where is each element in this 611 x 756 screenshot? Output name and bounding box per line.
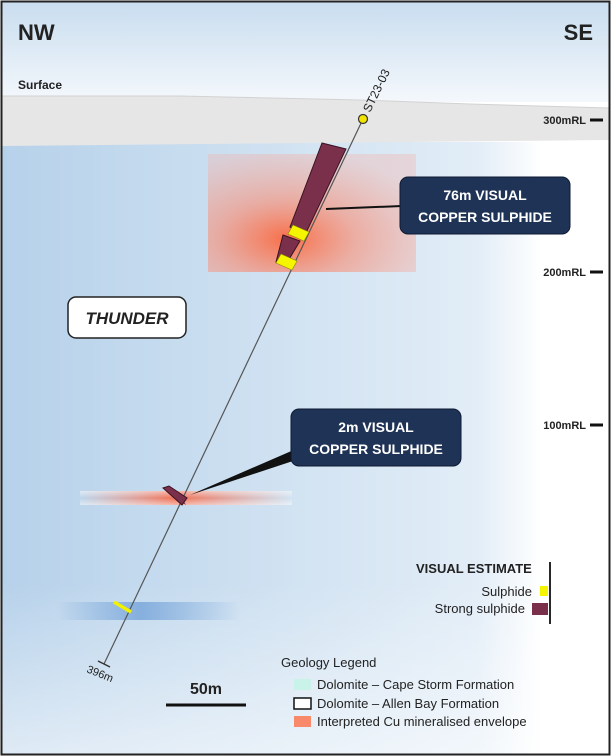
elevation-label-100: 100mRL: [543, 420, 586, 432]
visual-estimate-title: VISUAL ESTIMATE: [416, 561, 532, 576]
callout-line2: COPPER SULPHIDE: [418, 209, 552, 225]
sulphide-intercept: [287, 224, 310, 242]
callout-line2: COPPER SULPHIDE: [309, 441, 443, 457]
legend-strong-sulphide-swatch: [532, 603, 548, 615]
sky-band: [2, 2, 609, 102]
scale-bar-label: 50m: [190, 681, 222, 698]
sulphide-intercept: [275, 253, 298, 271]
scale-bar: 50m: [166, 681, 246, 707]
strong-sulphide-intercept: [162, 485, 188, 506]
direction-nw-label: NW: [18, 20, 55, 45]
callout-line1: 76m VISUAL: [443, 187, 527, 203]
prospect-label: THUNDER: [85, 309, 169, 328]
intercept-callout-2m: 2m VISUAL COPPER SULPHIDE: [290, 408, 462, 467]
callout-line1: 2m VISUAL: [338, 419, 414, 435]
direction-se-label: SE: [564, 20, 593, 45]
elevation-label-300: 300mRL: [543, 115, 586, 127]
legend-sulphide-swatch: [540, 586, 548, 596]
elevation-label-200: 200mRL: [543, 267, 586, 279]
legend-sulphide-label: Sulphide: [481, 584, 532, 599]
drillhole-trace: [103, 118, 364, 665]
geology-legend-title: Geology Legend: [281, 655, 376, 670]
legend-strong-sulphide-label: Strong sulphide: [435, 601, 525, 616]
surface-label: Surface: [18, 78, 62, 92]
callout-leader-upper: [325, 205, 403, 210]
visual-estimate-legend: VISUAL ESTIMATE Sulphide Strong sulphide: [416, 561, 551, 624]
sulphide-intercept: [113, 600, 132, 614]
legend-cape-storm-swatch: [294, 679, 311, 690]
blue-geology-band: [58, 602, 240, 620]
prospect-label-box: THUNDER: [67, 296, 187, 339]
legend-allen-bay-label: Dolomite – Allen Bay Formation: [317, 696, 499, 711]
geology-legend: Geology Legend Dolomite – Cape Storm For…: [281, 655, 527, 729]
callout-leader-lower: [190, 449, 302, 495]
drillhole-end-tick: [97, 660, 111, 668]
drillhole-collar-icon: [357, 113, 369, 125]
intercept-callout-76m: 76m VISUAL COPPER SULPHIDE: [399, 176, 571, 235]
legend-allen-bay-swatch: [293, 697, 312, 710]
legend-cape-storm-label: Dolomite – Cape Storm Formation: [317, 677, 514, 692]
legend-envelope-label: Interpreted Cu mineralised envelope: [317, 714, 527, 729]
surface-cover: [2, 96, 609, 146]
elevation-scale: 300mRL 200mRL 100mRL: [543, 115, 603, 432]
legend-envelope-swatch: [294, 716, 311, 727]
